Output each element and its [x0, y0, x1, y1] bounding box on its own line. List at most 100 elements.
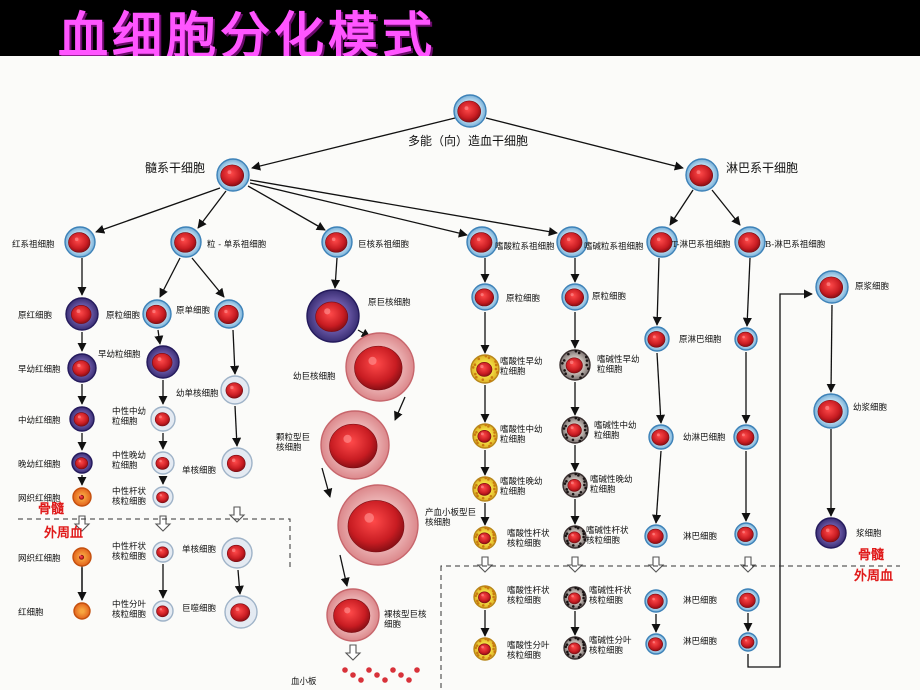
- arrow-plt-naked: [339, 554, 350, 587]
- cell-gm-progenitor: [170, 226, 202, 258]
- label-neut-seg: 中性分叶核粒细胞: [112, 599, 147, 620]
- arrow-young-lympho: [652, 450, 662, 524]
- boundary-label-blood-right: 外周血: [853, 568, 893, 584]
- cell-reticulocyte-marrow: [72, 487, 92, 507]
- hollow-arrow-eo: [476, 556, 494, 573]
- label-baso-myeloblast: 原粒细胞: [592, 291, 627, 302]
- cell-monocyte-blood: [221, 537, 253, 569]
- boundary-label-marrow-left: 骨髓: [38, 501, 65, 517]
- title-bar: 血细胞分化模式: [0, 0, 920, 65]
- blood-cell-differentiation-diagram: 多能（向）造血干细胞髓系干细胞淋巴系干细胞红系祖细胞粒 - 单系祖细胞巨核系祖细…: [12, 94, 900, 690]
- cell-myeloid-stem: [216, 158, 250, 192]
- label-lymphocyte-blood-1: 淋巴细胞: [683, 595, 718, 606]
- label-baso-promyelocyte: 嗜碱性早幼粒细胞: [597, 354, 640, 375]
- arrow-myeloid-gm: [197, 190, 227, 229]
- cell-eo-band-marrow: [473, 526, 497, 550]
- cell-mid-erythroblast: [69, 406, 95, 432]
- platelet-dot: [398, 672, 404, 678]
- label-promonocyte: 幼单核细胞: [176, 388, 219, 399]
- cell-lymphoid-stem: [685, 158, 719, 192]
- cell-baso-band-marrow: [563, 525, 587, 549]
- hollow-arrow-mono: [228, 506, 246, 523]
- cell-promonocyte: [220, 375, 250, 405]
- label-monoblast: 原单细胞: [176, 305, 211, 316]
- label-macrophage: 巨噬细胞: [182, 603, 217, 614]
- label-naked-mk: 裸核型巨核细胞: [384, 609, 427, 630]
- cell-megakaryoblast: [306, 289, 360, 343]
- label-megakaryoblast: 原巨核细胞: [368, 297, 411, 308]
- cell-baso-promyelocyte: [559, 349, 591, 381]
- arrow-stem-myeloid: [251, 117, 456, 171]
- label-mk-progenitor: 巨核系祖细胞: [358, 239, 410, 250]
- platelet-dot: [366, 667, 372, 673]
- label-myeloblast: 原粒细胞: [106, 310, 141, 321]
- cell-young-lymphocyte: [648, 424, 674, 450]
- boundary-label-blood-left: 外周血: [43, 525, 83, 541]
- arrow-plasmablast-pro: [826, 304, 836, 393]
- arrow-stem-lymphoid: [485, 117, 684, 171]
- cell-plasma-cell: [815, 517, 847, 549]
- arrow-b-l1: [742, 257, 752, 327]
- cell-promegakaryocyte: [345, 332, 415, 402]
- cell-granular-mk: [320, 410, 390, 480]
- arrow-t-prolympho: [652, 257, 662, 326]
- platelet-dot: [414, 667, 420, 673]
- cell-monoblast: [214, 299, 244, 329]
- platelet-dot: [390, 667, 396, 673]
- cell-reticulocyte-blood: [72, 547, 92, 567]
- label-neut-metamyelocyte: 中性晚幼粒细胞: [112, 450, 146, 471]
- label-granular-mk: 颗粒型巨核细胞: [276, 432, 310, 453]
- platelet-dot: [382, 677, 388, 683]
- cell-neut-band-marrow: [152, 486, 174, 508]
- label-erythrocyte: 红细胞: [18, 607, 44, 618]
- label-eo-myeloblast: 原粒细胞: [506, 293, 541, 304]
- cell-baso-metamyelocyte: [562, 472, 588, 498]
- label-myeloid-stem: 髓系干细胞: [145, 161, 205, 175]
- label-mid-erythroblast: 中幼红细胞: [18, 415, 61, 426]
- label-plt-producing-mk: 产血小板型巨核细胞: [425, 507, 476, 528]
- label-prolymphocyte: 原淋巴细胞: [679, 334, 722, 345]
- label-late-erythroblast: 晚幼红细胞: [18, 459, 61, 470]
- label-platelet: 血小板: [291, 676, 317, 687]
- label-eo-myelocyte: 嗜酸性中幼粒细胞: [500, 424, 543, 445]
- cell-erythrocyte: [73, 602, 91, 620]
- arrow-promk-gran: [394, 396, 406, 421]
- cell-baso-progenitor: [556, 226, 588, 258]
- cell-proplasmacyte: [813, 393, 849, 429]
- platelet-dot: [374, 672, 380, 678]
- label-lymphocyte-blood-2: 淋巴细胞: [683, 636, 718, 647]
- arrow-b-to-plasma: [747, 289, 813, 668]
- label-lymphocyte-marrow: 淋巴细胞: [683, 531, 718, 542]
- label-eo-promyelocyte: 嗜酸性早幼粒细胞: [500, 356, 543, 377]
- label-monocyte-blood: 单核细胞: [182, 544, 217, 555]
- boundary-line-right: [440, 565, 900, 570]
- cell-eo-myeloblast: [471, 283, 499, 311]
- cell-eo-promyelocyte: [470, 354, 500, 384]
- label-neut-myelocyte: 中性中幼粒细胞: [112, 406, 146, 427]
- cell-eo-band-blood: [473, 585, 497, 609]
- cell-monocyte-marrow: [221, 447, 253, 479]
- arrow-gm-monoblast: [191, 257, 225, 298]
- label-baso-progenitor: 嗜碱粒系祖细胞: [584, 241, 644, 252]
- label-eo-metamyelocyte: 嗜酸性晚幼粒细胞: [500, 476, 543, 497]
- label-baso-metamyelocyte: 嗜碱性晚幼粒细胞: [590, 474, 633, 495]
- label-b-progenitor: B-淋巴系祖细胞: [765, 239, 826, 250]
- label-ery-progenitor: 红系祖细胞: [12, 239, 55, 250]
- label-baso-myelocyte: 嗜碱性中幼粒细胞: [594, 420, 637, 441]
- hollow-arrow-neut: [154, 515, 172, 532]
- label-neut-band-blood: 中性杆状核粒细胞: [112, 541, 147, 562]
- cell-lymphocyte-blood-2: [645, 633, 667, 655]
- cell-neut-seg: [152, 600, 174, 622]
- cell-b-lymphocyte-2: [733, 424, 759, 450]
- cell-myeloblast: [142, 299, 172, 329]
- label-proplasmacyte: 幼浆细胞: [853, 402, 888, 413]
- arrow-lymphoid-b: [711, 189, 741, 226]
- hollow-arrow-ery: [73, 515, 91, 532]
- arrow-myeloid-baso: [249, 179, 558, 237]
- label-eo-seg: 嗜酸性分叶核粒细胞: [507, 640, 550, 661]
- cell-eo-myelocyte: [472, 423, 498, 449]
- label-baso-seg: 嗜碱性分叶核粒细胞: [589, 635, 632, 656]
- cell-b-lymphocyte-3: [734, 522, 758, 546]
- arrow-gran-plt: [321, 467, 333, 498]
- cell-b-lymphocyte-4: [736, 588, 760, 612]
